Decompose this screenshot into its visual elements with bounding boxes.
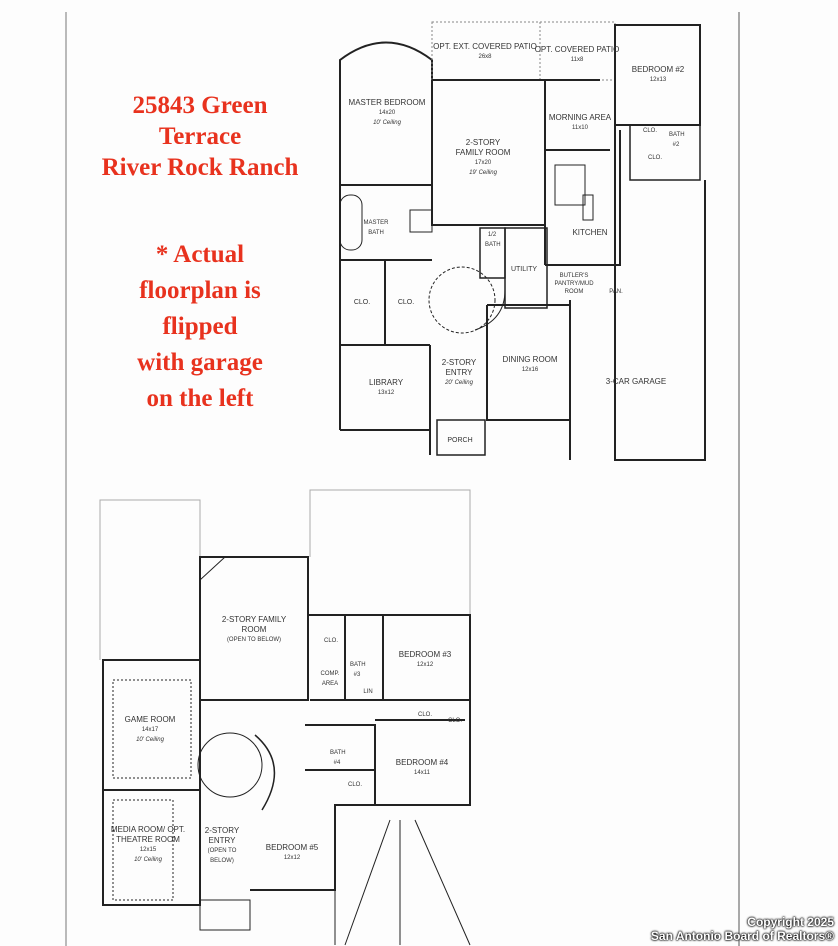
copyright-line: Copyright 2025 <box>747 915 834 929</box>
note-line: floorplan is <box>139 277 261 304</box>
room-label: CLO. <box>353 299 371 306</box>
room-label: LIN <box>363 689 373 695</box>
room-label: CLO. <box>323 638 339 644</box>
note-line: flipped <box>162 313 238 340</box>
room-label: CLO. <box>417 712 433 718</box>
room-label: 2-STORY FAMILY ROOM(OPEN TO BELOW) <box>221 615 287 643</box>
title-line: 25843 Green <box>132 92 268 119</box>
copyright-line: San Antonio Board of Realtors® <box>650 929 834 943</box>
room-label: PAN. <box>609 289 623 295</box>
title-line: River Rock Ranch <box>101 154 299 181</box>
note-line: * Actual <box>155 241 245 268</box>
room-label: PORCH <box>447 437 473 444</box>
room-label: BATH #4 <box>330 750 346 766</box>
room-label: 1/2 BATH <box>485 232 501 248</box>
room-label: BATH #3 <box>350 662 366 678</box>
second-floor-plan <box>99 489 471 946</box>
room-label: CLO. <box>642 128 658 134</box>
room-label: CLO. <box>347 782 363 788</box>
room-label: KITCHEN <box>572 228 608 237</box>
room-label: CLO. <box>647 155 663 161</box>
title-line: Terrace <box>158 123 242 150</box>
room-label: COMP. AREA <box>320 671 340 687</box>
room-label: MASTER BATH <box>363 220 389 236</box>
listing-title: 25843 Green Terrace River Rock Ranch <box>70 90 330 183</box>
room-label: CLO. <box>447 718 463 724</box>
note-line: with garage <box>137 349 263 376</box>
note-line: on the left <box>146 385 254 412</box>
room-label: BATH #2 <box>669 132 685 148</box>
room-label: 3-CAR GARAGE <box>605 377 667 386</box>
room-label: 2-STORY ENTRY(OPEN TO BELOW) <box>204 826 240 864</box>
first-floor-plan <box>339 21 706 461</box>
room-label: CLO. <box>397 299 415 306</box>
flipped-note: * Actual floorplan is flipped with garag… <box>70 237 330 417</box>
copyright-watermark: Copyright 2025 San Antonio Board of Real… <box>651 915 834 943</box>
room-label: UTILITY <box>510 266 538 273</box>
room-label: BUTLER'S PANTRY/MUD ROOM <box>554 273 594 295</box>
